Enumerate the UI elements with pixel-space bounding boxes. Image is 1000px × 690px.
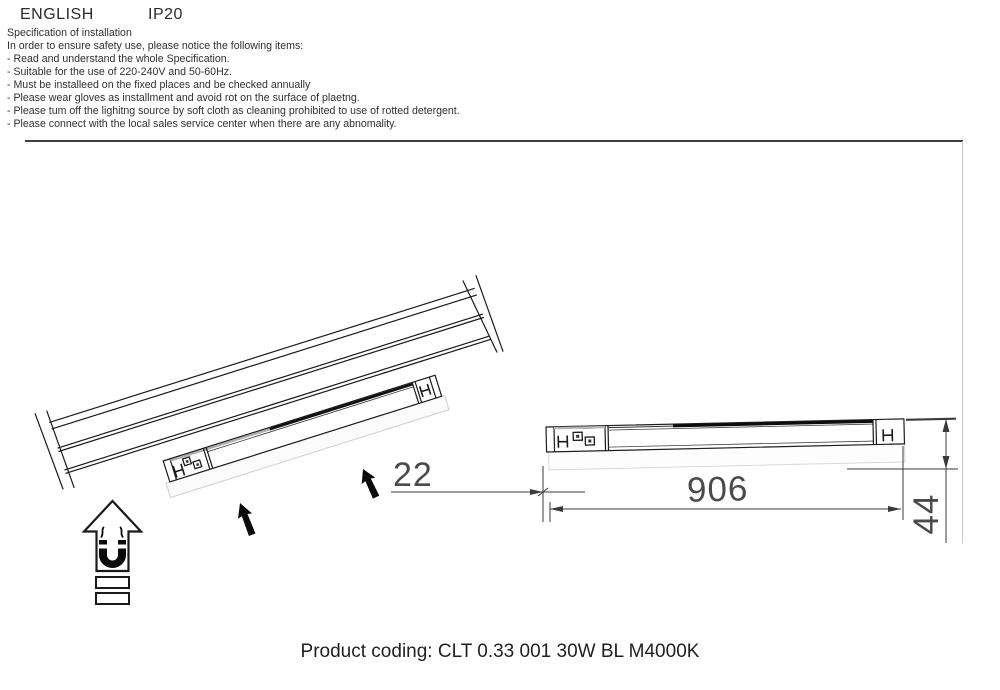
spec-item: - Must be installeed on the fixed places… [7, 79, 311, 91]
dimension-lines [391, 419, 958, 543]
dimension-connector-width: 22 [393, 456, 433, 494]
spec-item: - Suitable for the use of 220-240V and 5… [7, 66, 232, 78]
dimension-length: 906 [686, 469, 749, 510]
horizontal-divider [25, 140, 963, 142]
fixture-diagonal-view [162, 374, 450, 499]
dimension-height: 44 [907, 493, 946, 535]
ip-rating-label: IP20 [148, 6, 183, 23]
language-label: ENGLISH [20, 6, 94, 23]
install-direction-arrow-icon [361, 469, 380, 499]
spec-item: - Please connect with the local sales se… [7, 118, 397, 130]
fixture-side-view [545, 417, 956, 471]
right-border-line [962, 141, 963, 543]
spec-item: - Please wear gloves as installment and … [7, 92, 360, 104]
spec-item: - Please tum off the lighitng source by … [7, 105, 460, 117]
specification-intro: In order to ensure safety use, please no… [7, 40, 304, 52]
specification-block: Specification of installation In order t… [7, 27, 460, 131]
track-drawing [34, 275, 504, 490]
install-direction-arrow-icon [238, 503, 256, 536]
product-coding: Product coding: CLT 0.33 001 30W BL M400… [300, 641, 700, 662]
spec-item: - Read and understand the whole Specific… [7, 53, 230, 65]
magnet-up-arrow-icon [81, 499, 144, 605]
specification-title: Specification of installation [7, 27, 132, 39]
